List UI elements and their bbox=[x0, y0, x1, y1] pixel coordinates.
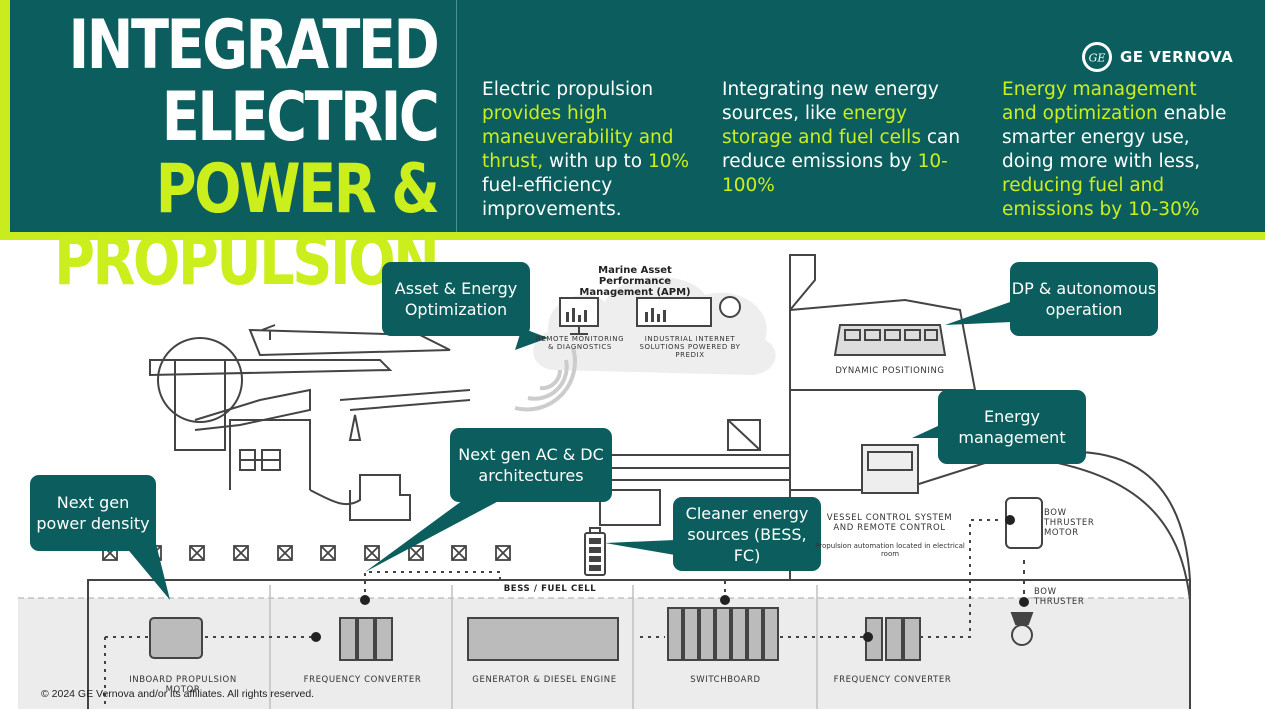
generator-label: GENERATOR & DIESEL ENGINE bbox=[472, 675, 617, 685]
callout-power-density: Next gen power density bbox=[30, 475, 156, 551]
title-line-1: INTEGRATED bbox=[68, 6, 439, 85]
freq-converter-1-label: FREQUENCY CONVERTER bbox=[303, 675, 422, 685]
freq-converter-2-label: FREQUENCY CONVERTER bbox=[833, 675, 952, 685]
bess-label: BESS / FUEL CELL bbox=[503, 584, 597, 594]
bow-thruster-label: BOW THRUSTER bbox=[1034, 587, 1085, 607]
remote-monitoring-label: REMOTE MONITORING & DIAGNOSTICS bbox=[535, 335, 625, 351]
switchboard-label: SWITCHBOARD bbox=[690, 675, 761, 685]
ship-diagram: Asset & Energy Optimization DP & autonom… bbox=[0, 240, 1265, 709]
benefit-energy-sources: Integrating new energy sources, like ene… bbox=[722, 79, 961, 196]
apm-title: Marine Asset Performance Management (APM… bbox=[579, 265, 691, 298]
svg-text:GE: GE bbox=[1089, 52, 1106, 65]
callout-asset-energy: Asset & Energy Optimization bbox=[382, 262, 530, 336]
ship-outline bbox=[18, 254, 1191, 709]
title-line-2-green: POWER & bbox=[155, 150, 439, 229]
title-line-3: PROPULSION bbox=[53, 222, 440, 301]
vessel-control-label: VESSEL CONTROL SYSTEM AND REMOTE CONTROL bbox=[826, 513, 953, 533]
bow-thruster-motor-label: BOW THRUSTER MOTOR bbox=[1044, 508, 1095, 538]
benefit-propulsion: Electric propulsion provides high maneuv… bbox=[482, 79, 690, 220]
callout-dp-autonomous: DP & autonomous operation bbox=[1010, 262, 1158, 336]
inboard-motor-label: INBOARD PROPULSION MOTOR bbox=[129, 675, 237, 695]
page-title: INTEGRATED ELECTRIC POWER & PROPULSION bbox=[53, 10, 440, 301]
copyright-notice: © 2024 GE Vernova and/or its affiliates.… bbox=[41, 688, 315, 700]
callout-ac-dc-architectures: Next gen AC & DC architectures bbox=[450, 428, 612, 502]
accent-bar-left bbox=[0, 0, 10, 240]
header-banner: INTEGRATED ELECTRIC POWER & PROPULSION E… bbox=[0, 0, 1265, 298]
brand-logo: GE GE VERNOVA bbox=[1082, 42, 1233, 72]
accent-bar-bottom bbox=[0, 232, 1265, 240]
callout-energy-management: Energy management bbox=[938, 390, 1086, 464]
dynamic-positioning-label: DYNAMIC POSITIONING bbox=[835, 366, 945, 376]
callout-cleaner-energy: Cleaner energy sources (BESS, FC) bbox=[673, 497, 821, 571]
brand-name: GE VERNOVA bbox=[1120, 48, 1234, 66]
ge-monogram-icon: GE bbox=[1082, 42, 1112, 72]
title-line-2-white: ELECTRIC bbox=[161, 78, 439, 157]
header-divider bbox=[456, 0, 457, 232]
industrial-internet-label: INDUSTRIAL INTERNET SOLUTIONS POWERED BY… bbox=[639, 335, 741, 359]
benefit-energy-management: Energy management and optimization enabl… bbox=[1002, 79, 1227, 220]
propulsion-automation-label: Propulsion automation located in electri… bbox=[815, 542, 965, 558]
